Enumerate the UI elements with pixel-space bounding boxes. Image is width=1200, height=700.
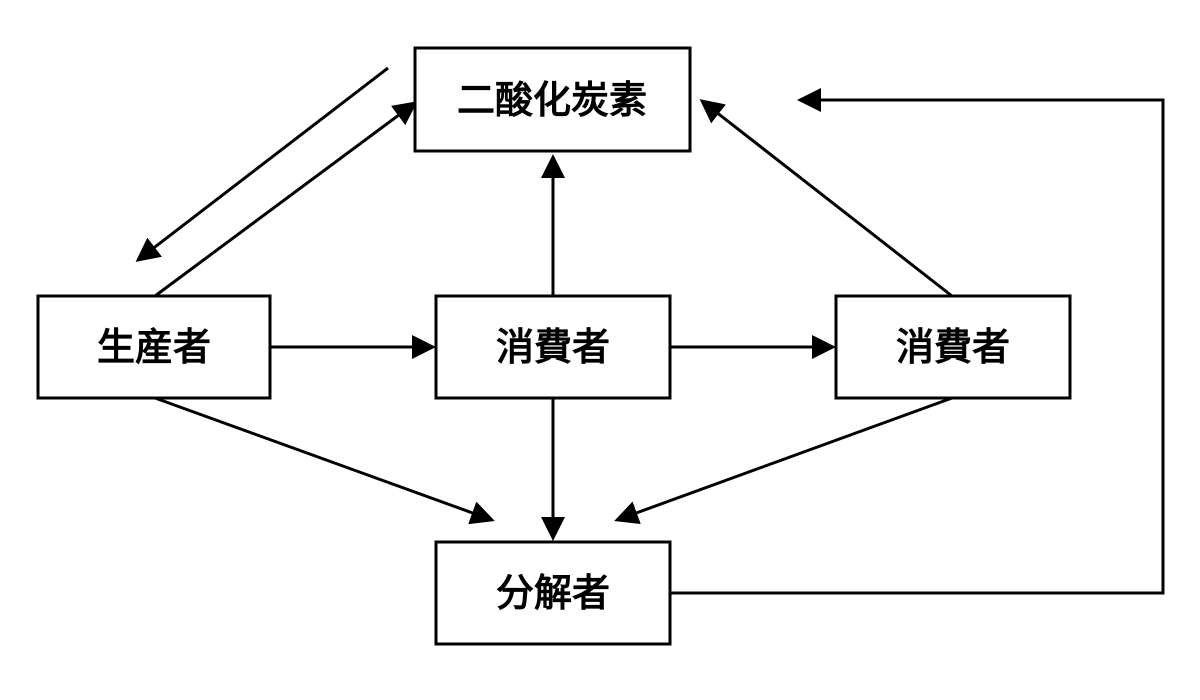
node-decomposer: 分解者 (434, 540, 672, 646)
arrow-producer-to-decomposer (154, 396, 495, 525)
node-producer-label: 生産者 (97, 325, 211, 369)
arrow-consumer2-to-decomposer (614, 396, 953, 525)
node-consumer-secondary: 消費者 (834, 294, 1072, 400)
node-carbon-dioxide: 二酸化炭素 (413, 46, 692, 153)
node-producer: 生産者 (36, 294, 272, 400)
node-consumer-secondary-label: 消費者 (896, 325, 1010, 369)
arrow-consumer2-to-co2 (699, 99, 953, 298)
arrow-producer-to-co2 (154, 101, 418, 298)
arrow-co2-to-producer (135, 66, 389, 262)
node-carbon-dioxide-label: 二酸化炭素 (457, 78, 647, 122)
arrow-decomposer-to-co2 (670, 88, 1165, 595)
node-consumer-primary: 消費者 (434, 294, 672, 400)
node-consumer-primary-label: 消費者 (496, 325, 610, 369)
node-decomposer-label: 分解者 (496, 571, 610, 615)
